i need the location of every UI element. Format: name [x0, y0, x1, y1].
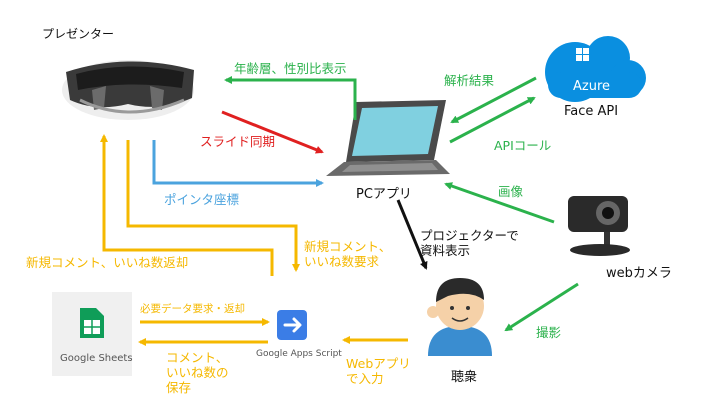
audience-person-icon	[427, 278, 492, 356]
arrow-new-comment-return	[100, 134, 274, 276]
google-apps-script-icon	[277, 310, 307, 340]
laptop-icon	[326, 100, 450, 176]
save-label: コメント、 いいね数の 保存	[166, 350, 229, 395]
webcam-icon	[568, 196, 630, 256]
hololens-headset-icon	[62, 60, 194, 120]
audience-label: 聴衆	[451, 370, 478, 385]
new-comment-request-label: 新規コメント、 いいね数要求	[304, 239, 392, 269]
webcam-label: webカメラ	[606, 266, 672, 281]
arrow-api-call	[449, 96, 536, 144]
projector-label: プロジェクターで 資料表示	[420, 228, 519, 258]
azure-cloud-icon	[545, 36, 646, 102]
arrow-pointer-coordinates	[152, 140, 324, 187]
arrow-image	[444, 182, 555, 224]
pointer-coordinates-label: ポインタ座標	[164, 192, 240, 207]
data-request-label: 必要データ要求・返却	[140, 303, 245, 315]
arrow-slide-sync	[221, 110, 324, 154]
presenter-label: プレゼンター	[42, 27, 115, 41]
arrow-new-comment-request	[126, 140, 300, 272]
new-comment-return-label: 新規コメント、いいね数返却	[26, 255, 189, 270]
arrow-shooting	[504, 282, 579, 332]
web-input-label: Webアプリ で入力	[346, 356, 411, 386]
google-apps-script-label: Google Apps Script	[256, 349, 342, 359]
api-call-label: APIコール	[494, 138, 552, 153]
google-sheets-icon	[52, 292, 132, 376]
age-gender-label: 年齢層、性別比表示	[234, 61, 347, 76]
shooting-label: 撮影	[536, 325, 562, 340]
arrow-projector	[396, 199, 428, 270]
pc-app-label: PCアプリ	[356, 187, 412, 202]
arrow-analysis-result	[450, 76, 537, 124]
analysis-result-label: 解析結果	[444, 73, 495, 88]
slide-sync-label: スライド同期	[200, 134, 276, 149]
face-api-label: Face API	[564, 104, 619, 119]
arrow-age-gender-display	[224, 76, 357, 120]
google-sheets-label: Google Sheets	[60, 353, 133, 364]
azure-logo-text: Azure	[573, 79, 611, 94]
image-label: 画像	[498, 184, 524, 199]
